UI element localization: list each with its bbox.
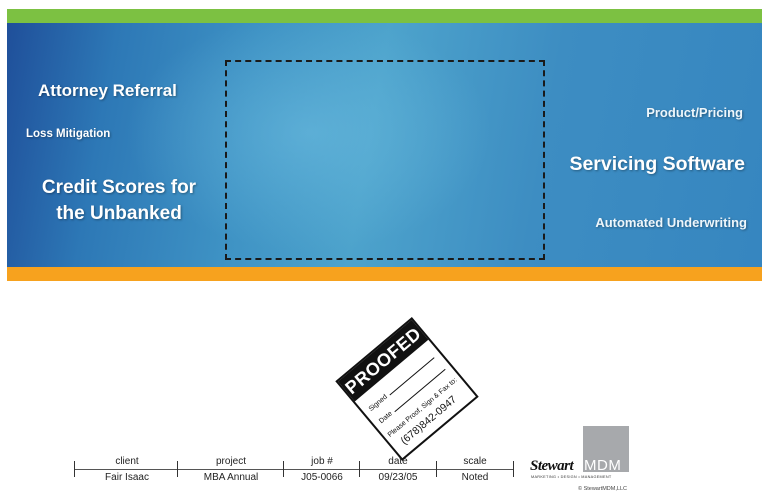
servicing-software-text: Servicing Software [569,153,745,175]
stamp-date-label: Date [378,410,394,426]
green-top-bar [7,9,762,23]
title-block-job: job # J05-0066 [285,456,359,483]
copyright-text: © StewartMDM,LLC [578,486,627,492]
credit-scores-text: Credit Scores for the Unbanked [41,177,197,224]
logo-mdm: MDM [584,457,622,474]
scale-label: scale [463,456,487,467]
job-value: J05-0066 [301,472,343,483]
title-block-divider [74,461,75,477]
scale-value: Noted [461,472,489,483]
automated-underwriting-text: Automated Underwriting [595,215,747,230]
blue-background: Attorney Referral Loss Mitigation Credit… [7,23,762,267]
job-label: job # [311,456,333,467]
image-placeholder-box [225,60,545,260]
date-value: 09/23/05 [378,472,418,483]
orange-bottom-bar [7,267,762,281]
proofed-stamp: PROOFED Signed Date Please Proof, Sign &… [335,317,479,461]
client-label: client [115,456,139,467]
attorney-referral-text: Attorney Referral [38,81,177,100]
title-block-divider [513,461,514,477]
title-block-client: client Fair Isaac [80,456,174,483]
title-block-project: project MBA Annual [180,456,282,483]
project-label: project [215,456,246,467]
title-block-date: date 09/23/05 [360,456,436,483]
logo-stewart: Stewart [530,458,574,474]
logo-tagline: MARKETING • DESIGN • MANAGEMENT [531,475,612,479]
title-block-divider [177,461,178,477]
title-block-rule [74,469,514,470]
title-block-divider [436,461,437,477]
title-block-divider [359,461,360,477]
ad-banner: Attorney Referral Loss Mitigation Credit… [7,9,762,281]
logo-gray-square [583,426,629,472]
loss-mitigation-text: Loss Mitigation [26,128,111,140]
title-block-scale: scale Noted [437,456,513,483]
title-block-divider [283,461,284,477]
date-label: date [388,456,408,467]
product-pricing-text: Product/Pricing [646,105,743,120]
client-value: Fair Isaac [105,472,149,483]
project-value: MBA Annual [203,472,259,483]
